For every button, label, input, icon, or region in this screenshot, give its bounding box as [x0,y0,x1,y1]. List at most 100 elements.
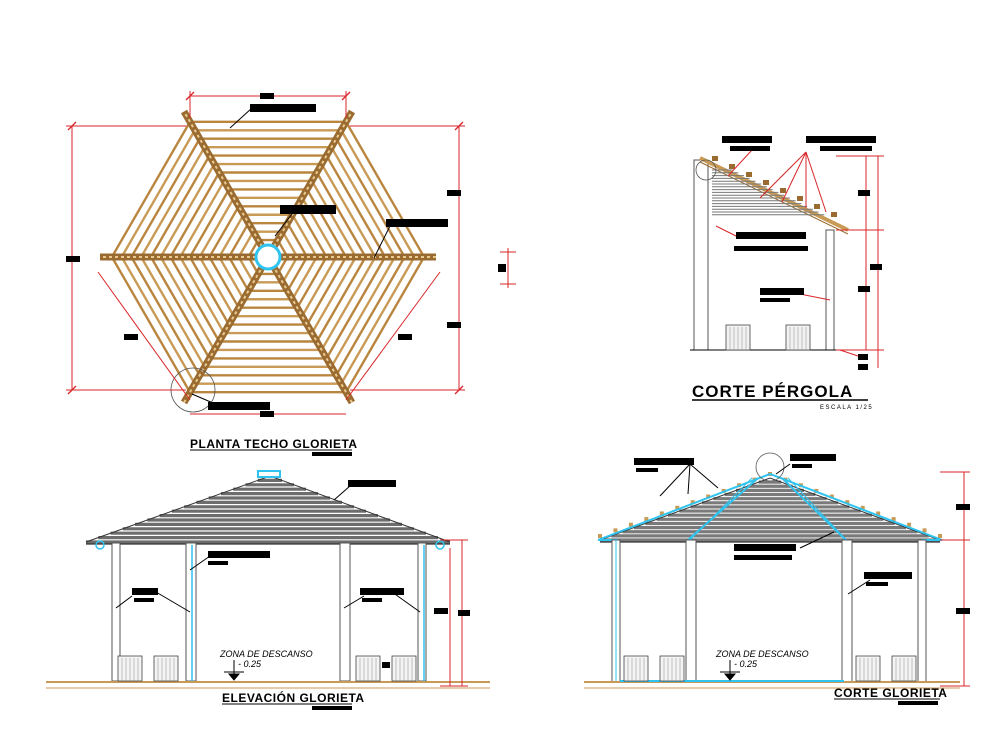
section-roof-purlin [891,517,896,522]
roof-slat [335,256,406,376]
roof-slat [188,256,231,326]
section-roof-purlin [613,528,618,533]
roof-slat [149,256,211,359]
pergola-title: CORTE PÉRGOLA [692,382,853,401]
pergola-purlin [814,204,820,209]
section-roof-purlin [922,528,927,533]
roof-slat [291,256,318,300]
pergola-section-view: CORTE PÉRGOLA ESCALA 1/25 [690,136,884,411]
elevation-title: ELEVACIÓN GLORIETA [222,690,365,705]
roof-slat [120,256,196,385]
roof-slat [340,256,416,385]
section-roof-purlin [598,534,602,538]
roof-slat [237,231,255,258]
pergola-purlin [780,188,786,193]
roof-slat [315,256,367,343]
roof-plan-view: PLANTA TECHO GLORIETA [66,91,516,456]
roof-slat [120,129,196,258]
roof-slat [305,188,348,258]
roof-slat [310,256,357,334]
plan-dimension-ticks [67,91,464,395]
section-leaders [659,463,871,595]
roof-slat [110,256,191,393]
section-ground [584,680,960,689]
section-roof-purlin [876,511,881,516]
roof-slat [130,138,201,258]
roof-slat [340,129,416,258]
roof-slat [237,256,255,283]
pergola-wood-posts [712,156,837,217]
section-title: CORTE GLORIETA [834,686,947,700]
elevation-ground [46,681,490,689]
roof-center-ring [254,243,282,271]
roof-slat [305,256,348,326]
elevation-level-label: - 0.25 [238,659,262,669]
gazebo-section-view: ZONA DE DESCANSO - 0.25 CORTE GLORIETA [584,452,970,705]
roof-slat [110,121,191,258]
pergola-dimension-lines [836,155,884,368]
roof-slat [281,256,299,283]
plan-scale-tag [312,452,352,456]
gazebo-elevation-view: ZONA DE DESCANSO - 0.25 ELEVACIÓN GLORIE… [46,470,490,710]
roof-slat [345,256,426,393]
section-roof-purlin [845,500,850,505]
roof-slat [330,146,396,258]
pergola-bench-lines [729,327,807,350]
roof-slat [198,256,235,317]
section-cyan-rafters [597,472,943,545]
section-roof-outline [599,477,941,541]
roof-slat [179,256,226,334]
roof-slat [159,256,216,351]
elevation-eave-left [95,540,105,550]
roof-slat [335,138,406,258]
pergola-roof-slats [699,156,849,235]
section-detail-circle [755,452,785,482]
roof-slat [140,146,206,258]
section-roof-purlin [644,517,649,522]
section-level-label: - 0.25 [734,659,758,669]
pergola-purlin [763,180,769,185]
pergola-detail-circle [695,159,717,181]
pergola-leader-lines [715,149,831,301]
section-bench-lines [627,658,913,681]
plan-level-marker [500,248,516,288]
roof-slat [291,214,318,258]
section-label-tags [634,454,970,614]
roof-slat [169,171,221,258]
roof-slat [281,231,299,258]
pergola-purlin [746,172,752,177]
elevation-level-marker [224,660,244,681]
section-scale-tag [898,701,938,705]
pergola-purlin [797,196,803,201]
pergola-scale: ESCALA 1/25 [820,405,873,411]
section-roof-purlin [659,511,664,516]
roof-slat [286,222,309,258]
roof-slat [218,256,245,300]
roof-slat [208,256,240,309]
pergola-rafter [699,156,849,232]
section-roof-purlin [628,522,633,527]
section-level-marker [720,660,740,681]
roof-slat [330,256,396,368]
pergola-purlin [831,212,837,217]
elevation-leaders [115,485,421,613]
roof-slat [296,256,328,309]
roof-slat [188,188,231,258]
plan-title: PLANTA TECHO GLORIETA [190,437,358,451]
hex-roof-slats [110,120,426,394]
section-roof-purlin [860,505,865,510]
roof-slat [325,256,387,359]
elevation-roof-cap [257,470,281,478]
section-roof-purlin [829,494,834,499]
roof-slat [301,256,338,317]
pergola-purlin [712,156,718,161]
roof-slat [325,155,387,258]
roof-slat [208,205,240,258]
elevation-zone-label: ZONA DE DESCANSO [219,649,313,659]
roof-slat [227,256,250,292]
roof-slat [310,180,357,258]
roof-slat [159,163,216,258]
roof-slat [227,222,250,258]
section-roof-purlin [690,500,695,505]
